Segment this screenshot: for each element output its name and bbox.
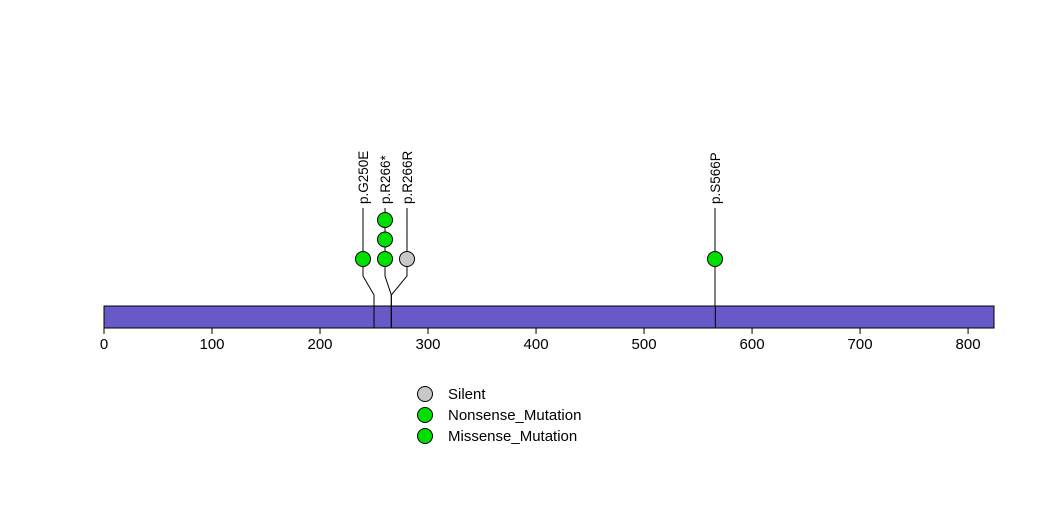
mutation-label: p.G250E (356, 151, 371, 204)
mutation-circle (355, 251, 371, 267)
legend-item: Silent (414, 385, 581, 403)
mutation-circle (707, 251, 723, 267)
axis-tick-label: 200 (308, 336, 333, 353)
legend-item: Missense_Mutation (414, 427, 581, 445)
axis-tick-label: 800 (956, 336, 981, 353)
legend-item: Nonsense_Mutation (414, 406, 582, 424)
axis-tick-label: 0 (100, 336, 108, 353)
axis-tick-label: 500 (632, 336, 657, 353)
legend-swatch-circle-icon (417, 428, 433, 444)
mutation-label: p.R266* (378, 154, 393, 204)
axis-tick-label: 700 (848, 336, 873, 353)
axis-tick-label: 600 (740, 336, 765, 353)
legend-label: Silent (448, 385, 486, 403)
legend-swatch-circle-icon (417, 407, 433, 423)
mutation-circle (399, 251, 415, 267)
mutation-label: p.S566P (708, 152, 723, 204)
mutation-circle (377, 231, 393, 248)
axis-tick-label: 400 (524, 336, 549, 353)
axis-tick-label: 100 (199, 336, 224, 353)
mutation-label: p.R266R (400, 150, 415, 204)
protein-bar (103, 305, 995, 329)
axis-tick-label: 300 (416, 336, 441, 353)
mutation-circle (377, 251, 393, 267)
legend-label: Missense_Mutation (448, 427, 578, 445)
legend-label: Nonsense_Mutation (448, 406, 582, 424)
legend-swatch-circle-icon (417, 386, 433, 402)
mutation-circle (377, 212, 393, 228)
